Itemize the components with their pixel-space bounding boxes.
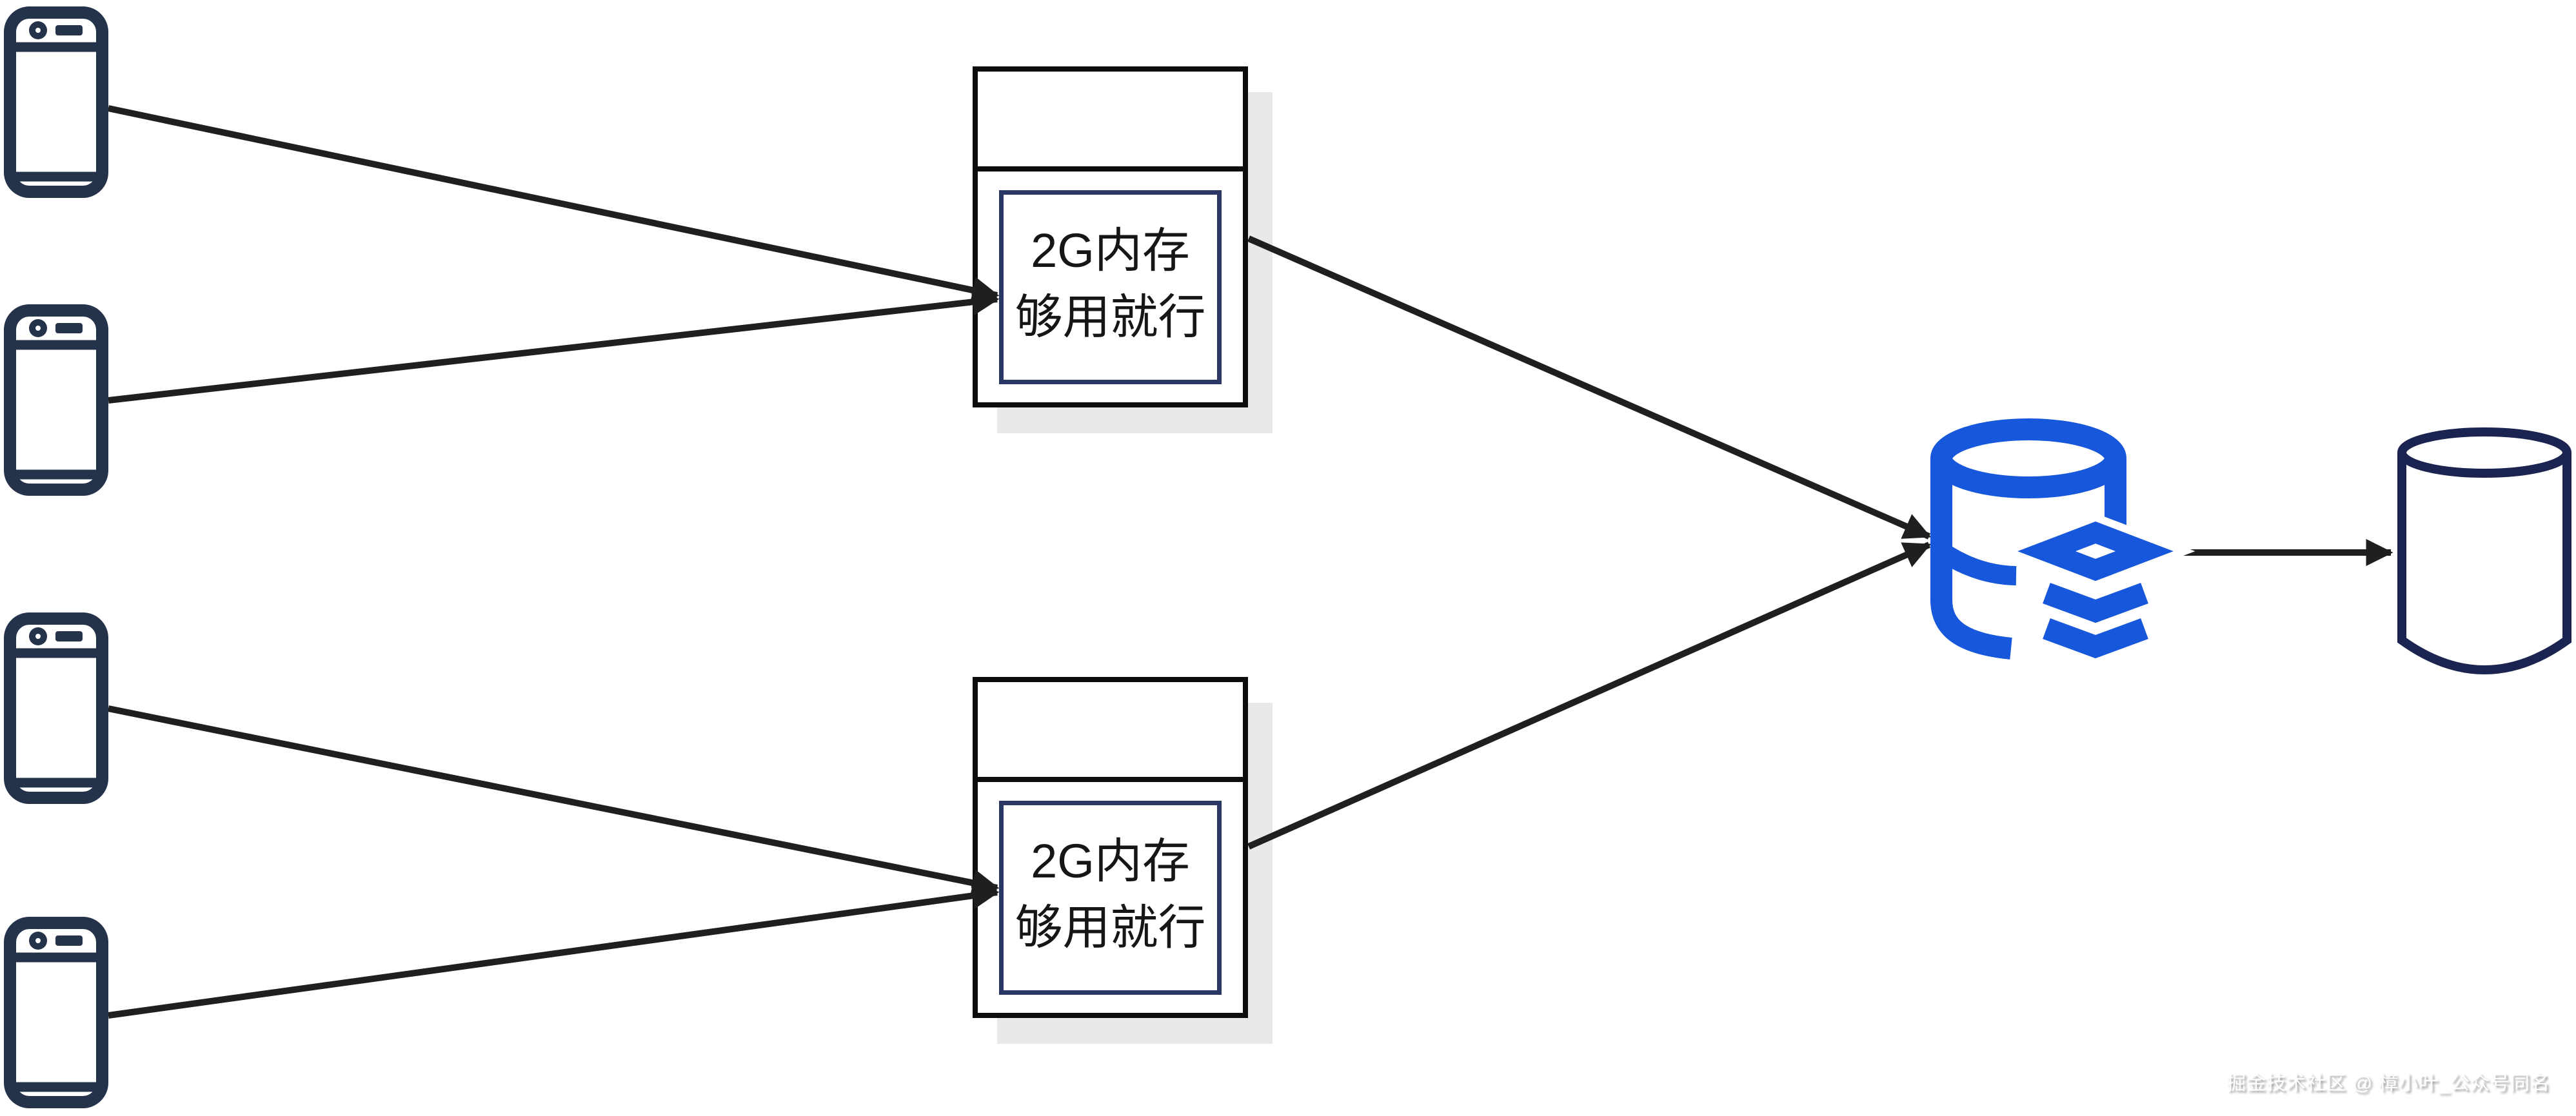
smartphone-icon [10, 13, 103, 192]
smartphone-icon [10, 619, 103, 798]
edge-phone4-server2 [108, 882, 1000, 1019]
server-2-label-line-1: 2G内存 [1031, 834, 1190, 888]
smartphone-icon [10, 311, 103, 490]
watermark-text: 掘金技术社区 @ 樟小叶_公众号同名 [2226, 1073, 2550, 1094]
stack-layer-2 [2043, 583, 2148, 623]
stack-layer-2-halo [2040, 576, 2151, 631]
edge-phone1-server1 [107, 105, 1000, 304]
server-2-body: 2G内存 够用就行 [978, 782, 1243, 995]
server-2-label-box: 2G内存 够用就行 [999, 801, 1222, 995]
stack-layer-3 [2043, 618, 2148, 659]
stack-layer-3-halo [2040, 611, 2151, 666]
storage-cylinder-body [2397, 453, 2571, 674]
db-cylinder-top [1930, 418, 2126, 498]
server-2-header [978, 682, 1243, 782]
server-node-1: 2G内存 够用就行 [973, 66, 1248, 407]
server-1-body: 2G内存 够用就行 [978, 171, 1243, 384]
stack-layer-1-halo [1996, 513, 2195, 589]
edge-server1-database [1247, 235, 1932, 540]
server-1-label-line-1: 2G内存 [1031, 224, 1190, 278]
edge-phone3-server2 [108, 705, 1000, 896]
db-cylinder-left-wall [1930, 458, 2012, 660]
storage-cylinder-top [2397, 427, 2571, 478]
stack-layer-1 [2017, 521, 2174, 582]
server-1-label-line-2: 够用就行 [1015, 289, 1206, 344]
server-1-header [978, 72, 1243, 171]
edge-phone2-server1 [108, 288, 1000, 404]
edge-server2-database [1247, 542, 1932, 850]
server-node-2: 2G内存 够用就行 [973, 677, 1248, 1018]
server-1-label-box: 2G内存 够用就行 [999, 190, 1222, 384]
server-2-label-line-2: 够用就行 [1015, 900, 1206, 954]
db-cylinder-waist-band [1937, 543, 2017, 585]
smartphone-icon [10, 923, 103, 1102]
database-cylinder-icon [2397, 427, 2571, 674]
database-stack-icon [1930, 418, 2195, 666]
